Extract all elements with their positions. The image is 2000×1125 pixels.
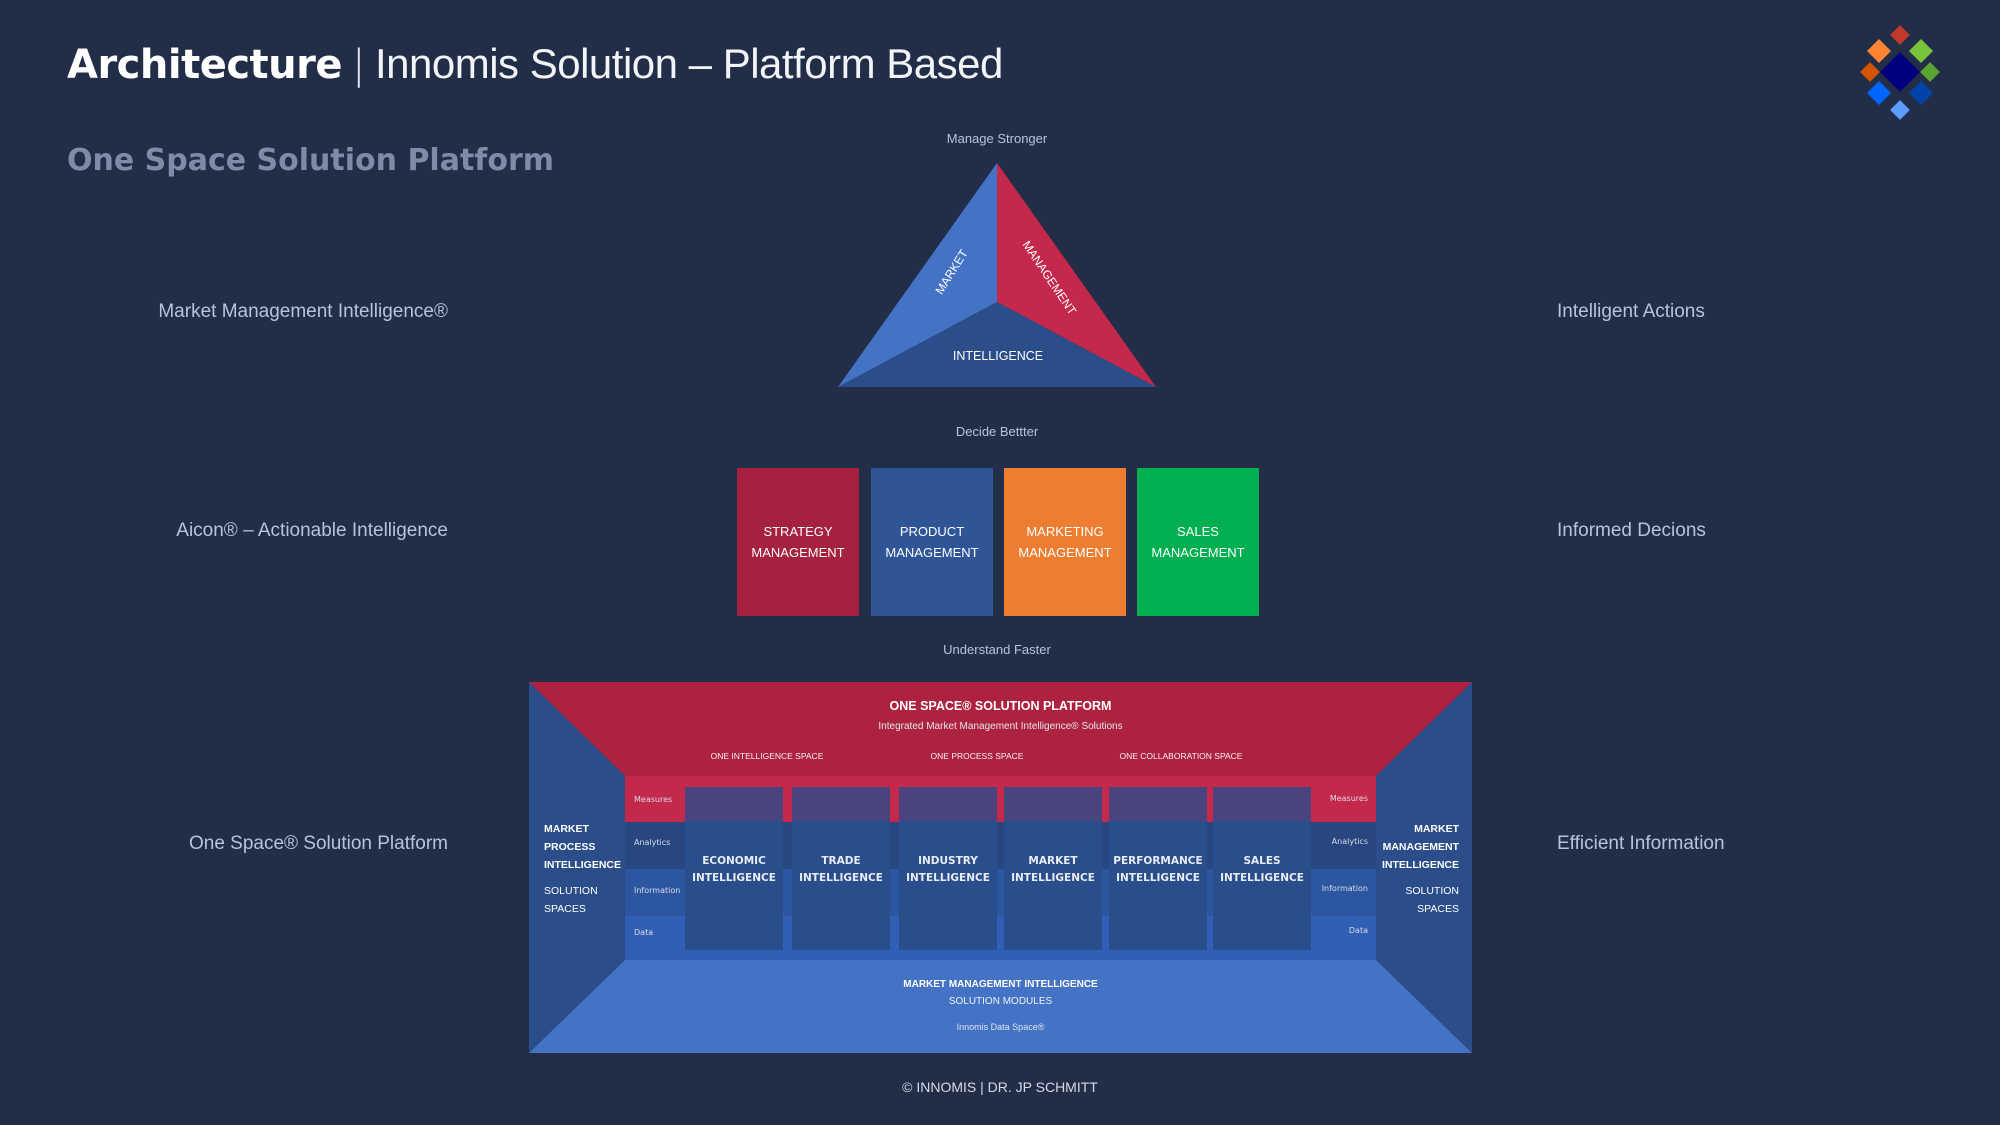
box-line2: MANAGEMENT [1151, 545, 1245, 560]
box-line1: SALES [1177, 524, 1219, 539]
logo-diamond-upper-right [1908, 38, 1934, 64]
side-label-right-3: Efficient Information [1557, 833, 1725, 854]
row-label-information-right: Information [1321, 884, 1368, 893]
footer-copyright: © INNOMIS | DR. JP SCHMITT [902, 1079, 1098, 1095]
title-rest: Innomis Solution – Platform Based [374, 40, 1003, 87]
floor-subtitle: SOLUTION MODULES [948, 996, 1053, 1007]
floor-note: Innomis Data Space® [956, 1022, 1045, 1032]
left-wall-title: MARKET PROCESS INTELLIGENCE [544, 823, 622, 871]
module-body [1004, 821, 1102, 950]
module-measures-cell [1213, 787, 1311, 821]
module-measures-cell [792, 787, 890, 821]
module-body [792, 821, 890, 950]
platform-title: ONE SPACE® SOLUTION PLATFORM [889, 699, 1112, 713]
module-body [1213, 821, 1311, 950]
module-body [685, 821, 783, 950]
logo-diamond-center [1880, 52, 1920, 92]
platform-ceiling [529, 682, 1472, 776]
side-label-left-1: Market Management Intelligence® [158, 301, 448, 322]
side-label-right-2: Informed Decions [1557, 520, 1706, 541]
module-body [899, 821, 997, 950]
space-collaboration: ONE COLLABORATION SPACE [1119, 751, 1243, 761]
triangle-management-segment [997, 163, 1156, 387]
sales-management-box: SALES MANAGEMENT [1137, 468, 1259, 616]
module-measures-cell [685, 787, 783, 821]
module-measures-cell [1109, 787, 1207, 821]
side-label-left-2: Aicon® – Actionable Intelligence [176, 520, 448, 541]
page-title: Architecture|Innomis Solution – Platform… [67, 40, 1003, 88]
row-label-analytics-left: Analytics [634, 838, 671, 847]
row-label-data-right: Data [1348, 926, 1368, 935]
platform-right-wall [1376, 682, 1472, 1053]
caption-understand-faster: Understand Faster [943, 642, 1051, 657]
side-label-left-3: One Space® Solution Platform [188, 833, 448, 854]
box-line1: STRATEGY [763, 524, 833, 539]
row-label-information-left: Information [634, 886, 681, 895]
right-wall-subtitle: SOLUTION SPACES [1405, 885, 1459, 915]
marketing-management-box: MARKETING MANAGEMENT [1004, 468, 1126, 616]
left-wall-subtitle: SOLUTION SPACES [544, 885, 598, 915]
platform-floor [529, 960, 1472, 1053]
box-line2: MANAGEMENT [885, 545, 979, 560]
space-process: ONE PROCESS SPACE [930, 751, 1024, 761]
mmi-triangle: MARKET MANAGEMENT INTELLIGENCE [838, 163, 1156, 387]
logo-diamond-right [1920, 62, 1940, 82]
logo-diamond-top [1890, 25, 1910, 45]
box-line1: PRODUCT [899, 524, 965, 539]
logo-diamond-upper-left [1866, 38, 1892, 64]
module-body [1109, 821, 1207, 950]
platform-left-wall [529, 682, 625, 1053]
triangle-market-segment [838, 163, 997, 387]
box-line2: MANAGEMENT [1018, 545, 1112, 560]
strategy-management-box: STRATEGY MANAGEMENT [737, 468, 859, 616]
innomis-logo [1860, 25, 1940, 120]
row-label-data-left: Data [634, 928, 654, 937]
logo-diamond-left [1860, 62, 1880, 82]
side-label-right-1: Intelligent Actions [1557, 301, 1705, 322]
row-label-measures-left: Measures [634, 795, 673, 804]
triangle-intelligence-label: INTELLIGENCE [953, 349, 1043, 363]
one-space-platform: ONE SPACE® SOLUTION PLATFORM Integrated … [529, 682, 1472, 1053]
box-line1: MARKETING [1026, 524, 1104, 539]
title-separator: | [352, 42, 365, 88]
row-label-analytics-right: Analytics [1331, 837, 1368, 846]
title-bold: Architecture [67, 42, 343, 88]
module-measures-cell [1004, 787, 1102, 821]
row-label-measures-right: Measures [1329, 794, 1368, 803]
product-management-box: PRODUCT MANAGEMENT [871, 468, 993, 616]
page-subtitle: One Space Solution Platform [67, 143, 555, 178]
logo-diamond-lower-left [1866, 80, 1892, 106]
logo-diamond-lower-right [1908, 80, 1934, 106]
right-wall-title: MARKET MANAGEMENT INTELLIGENCE [1381, 823, 1459, 871]
caption-manage-stronger: Manage Stronger [946, 131, 1048, 146]
box-line2: MANAGEMENT [751, 545, 845, 560]
platform-subtitle: Integrated Market Management Intelligenc… [878, 721, 1123, 732]
floor-title: MARKET MANAGEMENT INTELLIGENCE [903, 979, 1098, 990]
space-intelligence: ONE INTELLIGENCE SPACE [710, 751, 824, 761]
module-measures-cell [899, 787, 997, 821]
triangle-intelligence-segment [838, 302, 1156, 387]
logo-diamond-bottom [1890, 100, 1910, 120]
caption-decide-better: Decide Bettter [955, 424, 1039, 439]
